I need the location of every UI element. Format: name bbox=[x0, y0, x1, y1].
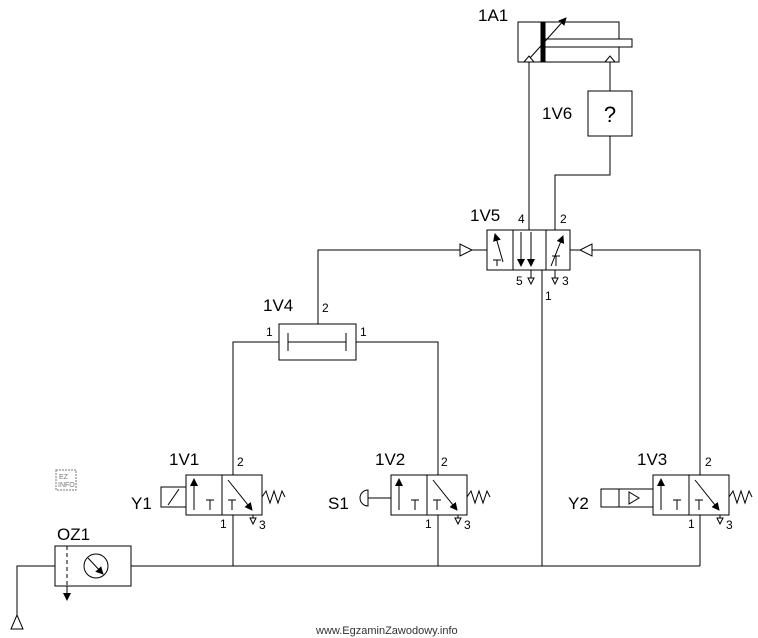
main-valve-port-2: 2 bbox=[560, 212, 567, 226]
ez-info-logo: EZ INFO bbox=[55, 469, 77, 491]
air-service-unit-label: OZ1 bbox=[57, 525, 90, 544]
valve-1v2-port-2: 2 bbox=[441, 455, 448, 469]
valve-1v2-port-1: 1 bbox=[425, 517, 432, 531]
main-valve-1v5: 1V5 4 2 5 3 1 bbox=[459, 206, 593, 303]
question-mark: ? bbox=[604, 102, 616, 127]
valve-1v3-actuator: Y2 bbox=[568, 494, 589, 513]
valve-1v3-port-2: 2 bbox=[705, 455, 712, 469]
valve-1v3-port-1: 1 bbox=[688, 517, 695, 531]
air-source-symbol bbox=[10, 613, 24, 630]
or-valve-1v4: 1V4 1 1 2 bbox=[263, 296, 367, 361]
valve-1v1-port-1: 1 bbox=[220, 517, 227, 531]
main-valve-port-5: 5 bbox=[516, 274, 523, 288]
svg-text:EZ: EZ bbox=[59, 474, 69, 481]
valve-1v1-actuator: Y1 bbox=[131, 494, 152, 513]
main-valve-label: 1V5 bbox=[470, 206, 500, 225]
valve-1v1-port-3: 3 bbox=[259, 518, 266, 532]
air-service-unit-oz1: OZ1 bbox=[54, 525, 132, 601]
valve-1v1-label: 1V1 bbox=[169, 450, 199, 469]
valve-1v3-port-3: 3 bbox=[726, 518, 733, 532]
valve-1v2: 1V2 S1 2 1 3 bbox=[328, 450, 491, 532]
pneumatic-lines bbox=[16, 62, 701, 615]
valve-1v2-port-3: 3 bbox=[464, 518, 471, 532]
main-valve-port-3: 3 bbox=[562, 274, 569, 288]
cylinder-1a1: 1A1 bbox=[478, 6, 633, 63]
unknown-element-1v6: ? 1V6 bbox=[542, 90, 633, 137]
main-valve-port-4: 4 bbox=[518, 212, 525, 226]
or-valve-port-left: 1 bbox=[266, 325, 273, 339]
unknown-element-label: 1V6 bbox=[542, 104, 572, 123]
watermark-text: www.EgzaminZawodowy.info bbox=[315, 625, 458, 637]
valve-1v2-actuator: S1 bbox=[328, 494, 349, 513]
or-valve-label: 1V4 bbox=[263, 296, 293, 315]
valve-1v2-label: 1V2 bbox=[375, 450, 405, 469]
main-valve-port-1: 1 bbox=[545, 289, 552, 303]
valve-1v1: 1V1 Y1 2 1 3 bbox=[131, 450, 286, 532]
cylinder-label: 1A1 bbox=[478, 6, 508, 25]
valve-1v1-port-2: 2 bbox=[237, 455, 244, 469]
svg-text:INFO: INFO bbox=[58, 482, 75, 489]
valve-1v3: 1V3 Y2 2 1 3 bbox=[568, 450, 753, 532]
or-valve-port-out: 2 bbox=[322, 301, 329, 315]
valve-1v3-label: 1V3 bbox=[637, 450, 667, 469]
or-valve-port-right: 1 bbox=[360, 325, 367, 339]
